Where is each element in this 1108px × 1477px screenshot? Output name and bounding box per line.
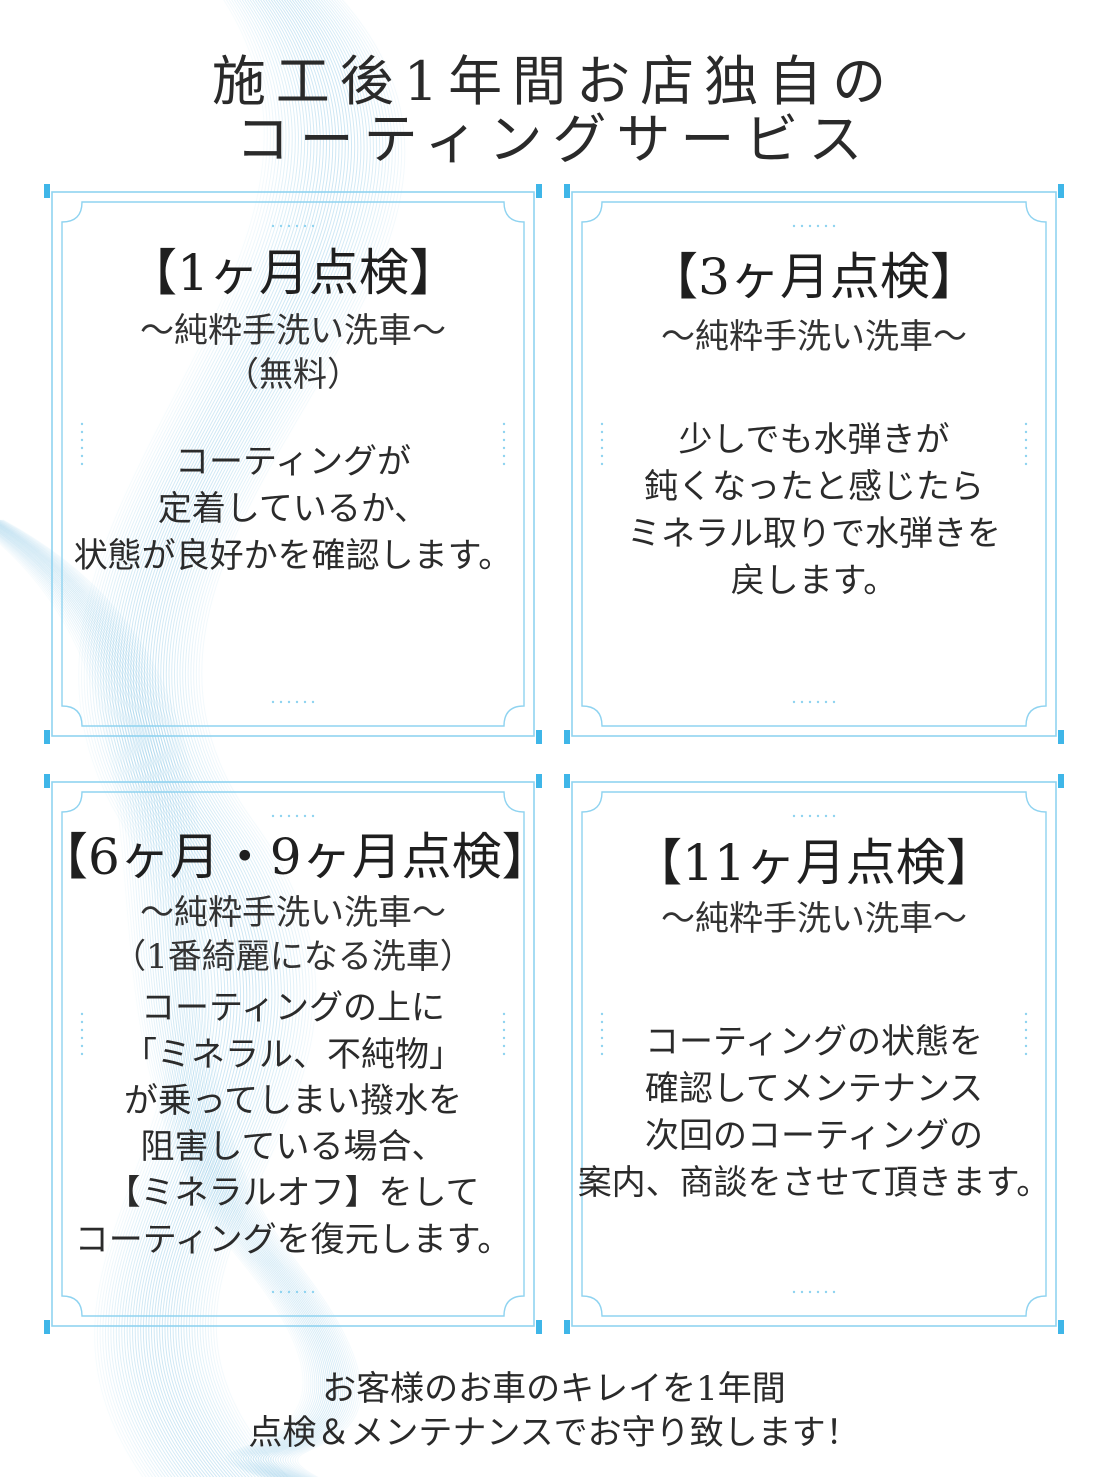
card-heading: 【6ヶ月・9ヶ月点検】 bbox=[38, 828, 552, 886]
footer-line1: お客様のお車のキレイを1年間 bbox=[322, 1369, 786, 1409]
page-title-line1: 施工後1年間お店独自の bbox=[211, 50, 897, 113]
card-body-line: コーティングの上に bbox=[141, 988, 445, 1029]
page-title-line2: コーティングサービス bbox=[235, 108, 873, 171]
card-body-line: 確認してメンテナンス bbox=[644, 1069, 984, 1110]
card-1-month-inspection: 【1ヶ月点検】 ～純粋手洗い洗車～ （無料） コーティングが 定着しているか、 … bbox=[38, 178, 548, 750]
card-body-line: コーティングが bbox=[175, 442, 411, 483]
card-body-line: 案内、商談をさせて頂きます。 bbox=[577, 1162, 1051, 1203]
card-note: （無料） bbox=[225, 355, 361, 396]
card-body-line: コーティングの状態を bbox=[645, 1022, 983, 1063]
card-subtitle: ～純粋手洗い洗車～ bbox=[140, 311, 446, 351]
card-frame bbox=[44, 774, 542, 1334]
card-body-line: が乗ってしまい撥水を bbox=[123, 1080, 463, 1121]
card-body-line: 少しでも水弾きが bbox=[678, 420, 950, 461]
card-body-line: 戻します。 bbox=[730, 560, 898, 601]
card-body-line: 阻害している場合、 bbox=[140, 1127, 446, 1168]
card-frame bbox=[564, 774, 1064, 1334]
card-body-line: 定着しているか、 bbox=[157, 489, 429, 530]
card-body-line: 「ミネラル、不純物」 bbox=[123, 1034, 463, 1075]
card-frame bbox=[564, 184, 1064, 744]
card-body-line: 次回のコーティングの bbox=[645, 1116, 983, 1156]
card-body-line: 状態が良好かを確認します。 bbox=[73, 536, 513, 577]
card-heading: 【3ヶ月点検】 bbox=[648, 248, 980, 306]
card-frame bbox=[44, 184, 542, 744]
card-body-line: 【ミネラルオフ】をして bbox=[106, 1173, 480, 1214]
card-6-9-month-inspection: 【6ヶ月・9ヶ月点検】 ～純粋手洗い洗車～ （1番綺麗になる洗車） コーティング… bbox=[38, 768, 552, 1340]
card-11-month-inspection: 【11ヶ月点検】 ～純粋手洗い洗車～ コーティングの状態を 確認してメンテナンス… bbox=[558, 768, 1070, 1340]
card-note: （1番綺麗になる洗車） bbox=[112, 937, 474, 978]
card-body-line: ミネラル取りで水弾きを bbox=[627, 514, 1001, 554]
card-subtitle: ～純粋手洗い洗車～ bbox=[140, 893, 446, 933]
card-subtitle: ～純粋手洗い洗車～ bbox=[661, 899, 967, 939]
footer-line2: 点検＆メンテナンスでお守り致します！ bbox=[248, 1413, 860, 1454]
card-subtitle: ～純粋手洗い洗車～ bbox=[661, 317, 967, 357]
card-body-line: コーティングを復元します。 bbox=[74, 1219, 512, 1260]
card-body-line: 鈍くなったと感じたら bbox=[644, 467, 984, 508]
card-heading: 【1ヶ月点検】 bbox=[127, 244, 459, 302]
card-heading: 【11ヶ月点検】 bbox=[632, 834, 996, 892]
card-3-month-inspection: 【3ヶ月点検】 ～純粋手洗い洗車～ 少しでも水弾きが 鈍くなったと感じたら ミネ… bbox=[558, 178, 1070, 750]
